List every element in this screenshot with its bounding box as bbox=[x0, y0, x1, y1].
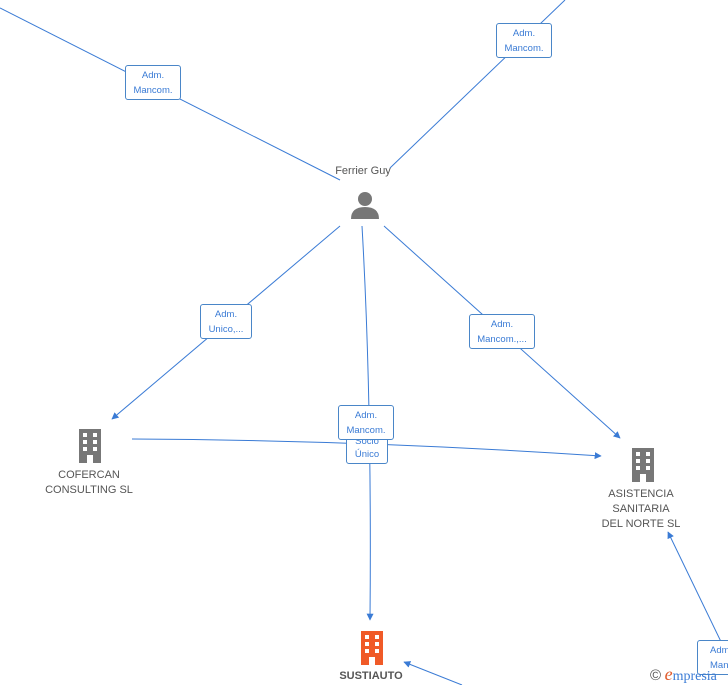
edge-label-left[interactable]: Adm. Unico,... bbox=[200, 304, 252, 339]
person-name: Ferrier Guy bbox=[335, 165, 391, 177]
cofercan-name: COFERCAN CONSULTING SL bbox=[45, 469, 133, 496]
brand-name: mpresia bbox=[672, 669, 717, 684]
sustiauto-building-icon[interactable] bbox=[358, 631, 386, 665]
copyright-symbol: © bbox=[650, 667, 662, 684]
edge-label-top-right[interactable]: Adm. Mancom. bbox=[496, 23, 552, 58]
asistencia-name: ASISTENCIA SANITARIA DEL NORTE SL bbox=[601, 488, 681, 530]
edge-label-top-left[interactable]: Adm. Mancom. bbox=[125, 65, 181, 100]
edge-bottom-right-asistencia bbox=[667, 531, 726, 651]
person-icon[interactable] bbox=[350, 190, 380, 220]
edge-label-center[interactable]: Adm. Mancom. bbox=[338, 405, 394, 440]
asistencia-building-icon[interactable] bbox=[629, 448, 657, 482]
edge-bottom-sustiauto bbox=[403, 661, 463, 685]
cofercan-building-icon[interactable] bbox=[76, 429, 104, 463]
edge-label-bottom-right[interactable]: Adm. Manco bbox=[697, 640, 728, 675]
brand-initial: e bbox=[664, 664, 673, 684]
edge-label-right[interactable]: Adm. Mancom.,... bbox=[469, 314, 535, 349]
empresia-watermark: © empresia bbox=[650, 664, 717, 685]
sustiauto-name: SUSTIAUTO bbox=[339, 670, 403, 682]
